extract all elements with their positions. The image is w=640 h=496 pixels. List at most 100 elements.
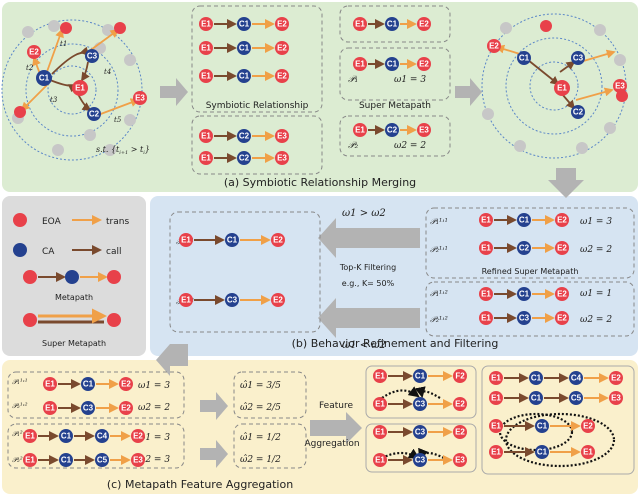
node-label-e3: E3 bbox=[277, 132, 287, 141]
node-label-e3: E3 bbox=[611, 394, 621, 403]
svg-text:Refined Super Metapath: Refined Super Metapath bbox=[482, 267, 579, 276]
node-label-e2: E2 bbox=[455, 400, 465, 409]
node-label-e1: E1 bbox=[25, 456, 35, 465]
node-label-c1: C1 bbox=[61, 456, 72, 465]
node-c3 bbox=[413, 425, 427, 439]
node-label-e2: E2 bbox=[557, 216, 567, 225]
svg-text:Super Metapath: Super Metapath bbox=[42, 339, 106, 348]
node-label-e2: E2 bbox=[419, 60, 429, 69]
svg-text:t4: t4 bbox=[104, 68, 111, 76]
node-label-e1: E1 bbox=[45, 404, 55, 413]
node-c3 bbox=[413, 453, 427, 467]
right-graph: E2 C1 C3 E1 C2 E3 bbox=[481, 13, 628, 159]
node-e2 bbox=[453, 397, 467, 411]
node-label-c1: C1 bbox=[531, 374, 542, 383]
svg-text:ω1 = 3: ω1 = 3 bbox=[138, 433, 170, 443]
svg-text:ω2 = 2: ω2 = 2 bbox=[394, 141, 426, 151]
svg-text:t5: t5 bbox=[114, 116, 122, 124]
svg-text:𝒫₂: 𝒫₂ bbox=[348, 141, 358, 151]
svg-text:ω̂1 = 3/5: ω̂1 = 3/5 bbox=[240, 380, 281, 391]
node-c1 bbox=[517, 213, 531, 227]
node-e2 bbox=[271, 293, 285, 307]
node-c1 bbox=[237, 41, 251, 55]
svg-text:E2: E2 bbox=[29, 48, 39, 57]
node-e1 bbox=[373, 453, 387, 467]
node-label-e1: E1 bbox=[491, 422, 501, 431]
node-label-e3: E3 bbox=[419, 126, 429, 135]
node-label-c3: C3 bbox=[227, 296, 238, 305]
node-e2 bbox=[275, 17, 289, 31]
svg-text:C1: C1 bbox=[39, 74, 50, 83]
node-label-e2: E2 bbox=[273, 296, 283, 305]
svg-text:E1: E1 bbox=[75, 84, 85, 93]
node-label-f2: F2 bbox=[455, 372, 465, 381]
node-c2 bbox=[237, 151, 251, 165]
node-e3 bbox=[417, 123, 431, 137]
node-e3 bbox=[275, 129, 289, 143]
node-c1 bbox=[529, 391, 543, 405]
node-e1 bbox=[179, 233, 193, 247]
svg-text:Symbiotic Relationship: Symbiotic Relationship bbox=[206, 101, 309, 111]
svg-text:C3: C3 bbox=[87, 52, 98, 61]
svg-text:𝒫₂¹˒¹: 𝒫₂¹˒¹ bbox=[430, 245, 448, 254]
svg-text:t2: t2 bbox=[26, 64, 34, 72]
node-label-e2: E2 bbox=[557, 290, 567, 299]
svg-text:Top-K Filtering: Top-K Filtering bbox=[339, 263, 396, 272]
svg-text:ω1 = 3: ω1 = 3 bbox=[394, 75, 426, 85]
node-c1 bbox=[385, 17, 399, 31]
svg-text:𝒫₁¹˒¹: 𝒫₁¹˒¹ bbox=[430, 217, 448, 226]
node-label-c3: C3 bbox=[415, 400, 426, 409]
node-label-e1: E1 bbox=[375, 400, 385, 409]
node-label-e2: E2 bbox=[455, 428, 465, 437]
node-label-e3: E3 bbox=[133, 456, 143, 465]
node-label-e2: E2 bbox=[419, 20, 429, 29]
legend: EOA trans CA call Metapath Super Metapat… bbox=[13, 213, 129, 348]
node-label-e2: E2 bbox=[611, 374, 621, 383]
node-e1 bbox=[23, 453, 37, 467]
svg-text:CA: CA bbox=[42, 247, 55, 257]
node-label-c1: C1 bbox=[415, 372, 426, 381]
node-label-e1: E1 bbox=[481, 216, 491, 225]
node-c1 bbox=[237, 69, 251, 83]
node-label-e1: E1 bbox=[355, 60, 365, 69]
svg-text:trans: trans bbox=[106, 217, 129, 227]
node-label-c1: C1 bbox=[519, 290, 530, 299]
node-e1 bbox=[23, 429, 37, 443]
node-label-e1: E1 bbox=[491, 448, 501, 457]
node-c1 bbox=[517, 287, 531, 301]
node-c2 bbox=[517, 241, 531, 255]
node-f2 bbox=[453, 369, 467, 383]
node-e2 bbox=[555, 311, 569, 325]
node-label-e1: E1 bbox=[375, 456, 385, 465]
node-c1 bbox=[413, 369, 427, 383]
node-e3 bbox=[453, 453, 467, 467]
svg-text:call: call bbox=[106, 247, 121, 257]
node-c4 bbox=[95, 429, 109, 443]
node-label-c3: C3 bbox=[415, 456, 426, 465]
node-label-c1: C1 bbox=[239, 44, 250, 53]
node-e1 bbox=[479, 241, 493, 255]
node-label-c4: C4 bbox=[571, 374, 582, 383]
node-label-e1: E1 bbox=[201, 20, 211, 29]
node-c5 bbox=[569, 391, 583, 405]
node-e1 bbox=[199, 17, 213, 31]
svg-text:C2: C2 bbox=[573, 108, 584, 117]
svg-text:E2: E2 bbox=[489, 42, 499, 51]
node-c1 bbox=[535, 445, 549, 459]
node-e2 bbox=[555, 241, 569, 255]
node-c5 bbox=[95, 453, 109, 467]
node-label-e1: E1 bbox=[25, 432, 35, 441]
node-label-e1: E1 bbox=[375, 372, 385, 381]
node-e1 bbox=[199, 41, 213, 55]
node-label-e1: E1 bbox=[491, 394, 501, 403]
node-c1 bbox=[59, 429, 73, 443]
node-label-c1: C1 bbox=[227, 236, 238, 245]
node-e1 bbox=[199, 129, 213, 143]
node-label-e2: E2 bbox=[277, 44, 287, 53]
node-label-e1: E1 bbox=[481, 314, 491, 323]
node-label-e1: E1 bbox=[181, 296, 191, 305]
node-e1 bbox=[479, 287, 493, 301]
node-e2 bbox=[453, 425, 467, 439]
node-e2 bbox=[609, 371, 623, 385]
node-e1 bbox=[479, 311, 493, 325]
